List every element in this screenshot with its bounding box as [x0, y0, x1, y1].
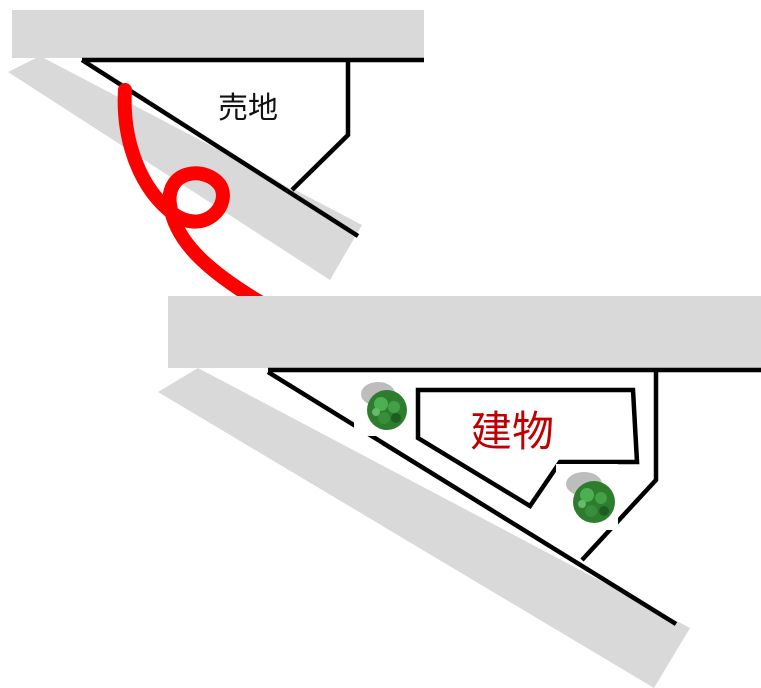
tree-leaf-cluster	[578, 500, 586, 508]
sale-lot-inner-boundary	[290, 60, 351, 192]
sale-lot-label: 売地	[218, 91, 278, 126]
building-lot-diagonal-boundary	[266, 370, 678, 626]
tree-icon	[354, 374, 414, 436]
tree-leaf-cluster	[388, 401, 400, 413]
bottom-diagonal-road	[158, 368, 690, 688]
sale-lot-area	[82, 60, 348, 190]
tree-leaf-cluster	[391, 413, 401, 423]
bottom-horizontal-road	[168, 296, 761, 368]
building-label: 建物	[470, 407, 554, 456]
building-lot-inner-boundary	[580, 372, 659, 562]
tree-leaf-cluster	[599, 506, 609, 516]
top-site-plan: 売地	[8, 10, 424, 280]
tree-leaf-cluster	[378, 412, 390, 424]
building-footprint	[415, 387, 640, 510]
top-horizontal-road	[12, 10, 424, 58]
tree-leaf-cluster	[374, 397, 388, 411]
arrow-stroke	[117, 83, 272, 312]
tree-leaf-cluster	[580, 488, 594, 502]
tree-leaf-cluster	[372, 408, 380, 416]
tree-leaf-cluster	[585, 505, 597, 517]
bottom-site-plan: 建物	[158, 296, 761, 688]
tree-icon	[556, 464, 618, 530]
tree-leaf-cluster	[595, 492, 607, 504]
